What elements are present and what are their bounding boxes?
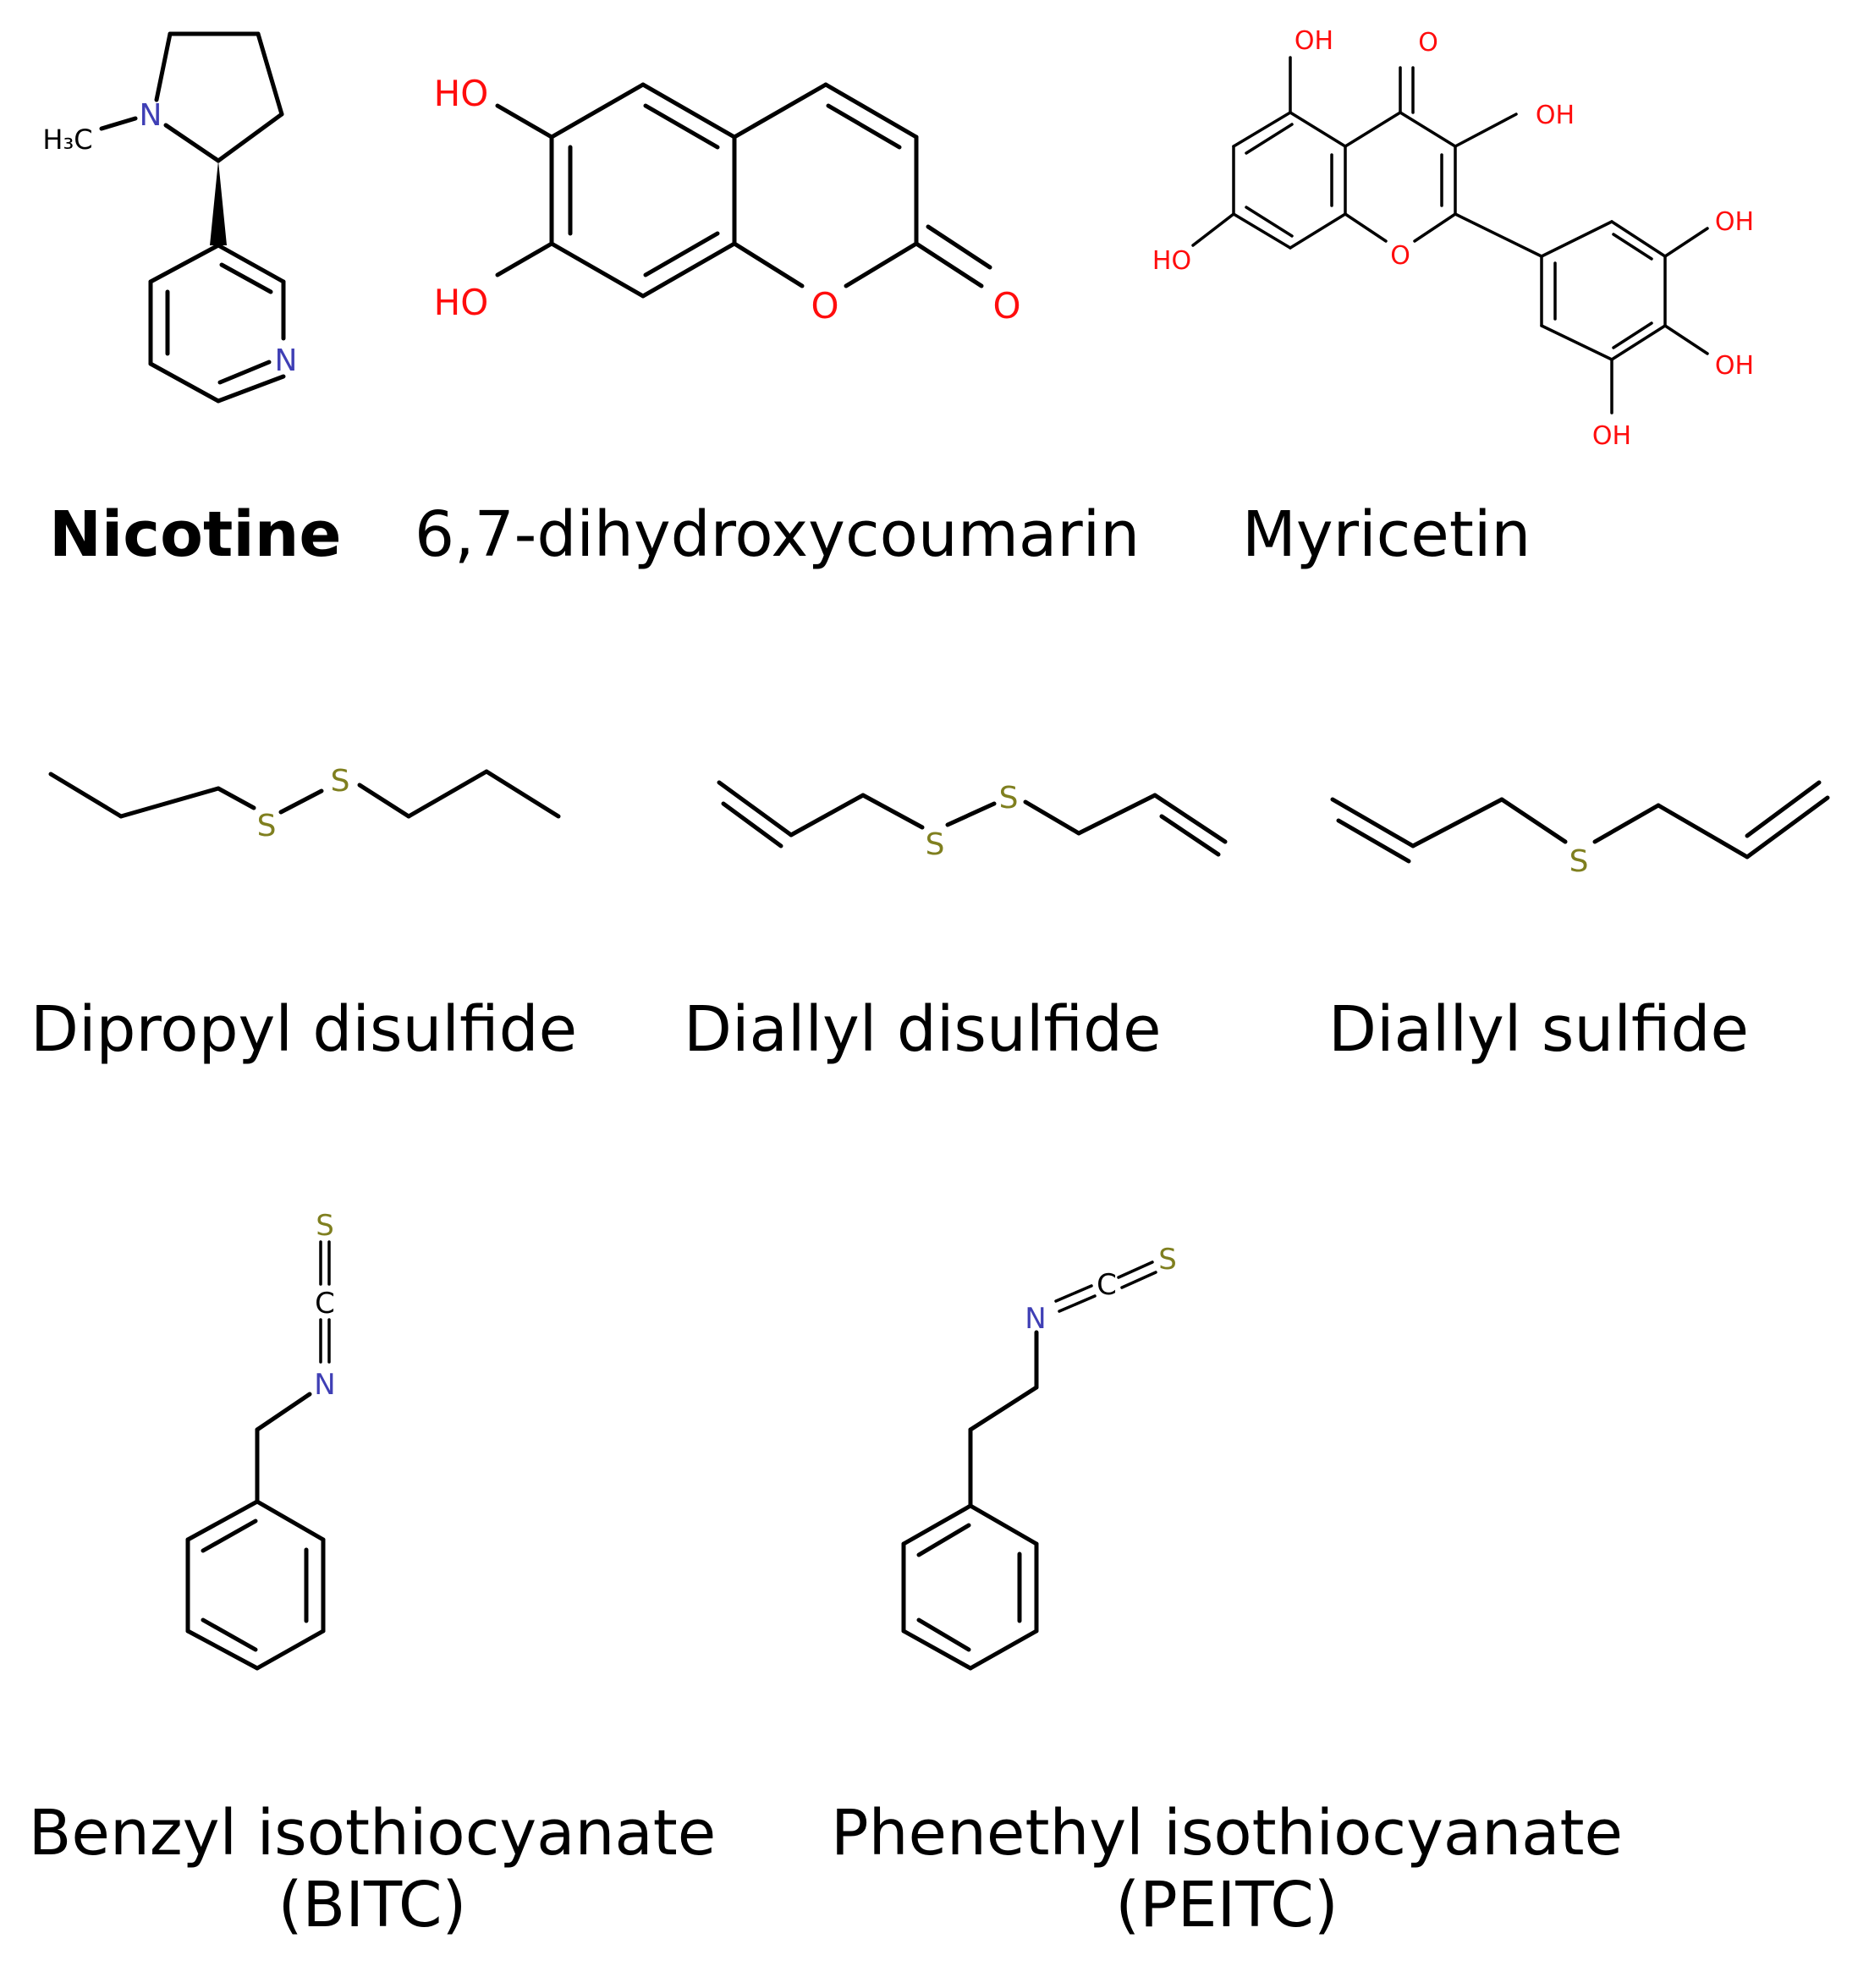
dpds-s1: S xyxy=(257,809,277,843)
coumarin-o-ring: O xyxy=(811,285,838,327)
peitc-label: Phenethyl isothiocyanate (PEITC) xyxy=(787,1797,1667,1942)
dipropyl-disulfide-structure: S S xyxy=(48,764,561,843)
nicotine-label: Nicotine xyxy=(49,498,342,571)
bitc-s: S xyxy=(316,1209,334,1243)
bitc-structure: S C N xyxy=(185,1209,336,1671)
dads-s2: S xyxy=(999,781,1019,816)
peitc-s: S xyxy=(1158,1243,1177,1277)
bitc-c: C xyxy=(315,1287,335,1321)
nicotine-n2: N xyxy=(275,343,298,378)
dpds-s2: S xyxy=(331,764,350,799)
myricetin-oh-top: OH xyxy=(1295,26,1333,56)
myricetin-oh-r2: OH xyxy=(1715,351,1754,381)
peitc-c: C xyxy=(1097,1268,1117,1302)
bitc-label-line1: Benzyl isothiocyanate xyxy=(28,1797,717,1870)
diallyl-sulfide-label: Diallyl sulfide xyxy=(1328,993,1750,1066)
myricetin-label: Myricetin xyxy=(1242,498,1531,571)
diallyl-disulfide-label: Diallyl disulfide xyxy=(684,993,1162,1066)
dihydroxycoumarin-structure: HO HO O O xyxy=(434,73,1021,327)
peitc-structure: N C S xyxy=(901,1243,1177,1671)
myricetin-o-ring: O xyxy=(1390,241,1410,271)
coumarin-o-keto: O xyxy=(992,285,1020,327)
bitc-label: Benzyl isothiocyanate (BITC) xyxy=(17,1797,728,1942)
peitc-n: N xyxy=(1025,1302,1046,1336)
coumarin-ho1: HO xyxy=(434,73,489,114)
diallyl-sulfide-structure: S xyxy=(1330,780,1830,879)
das-s1: S xyxy=(1569,844,1589,879)
peitc-label-line1: Phenethyl isothiocyanate xyxy=(830,1797,1624,1870)
coumarin-ho2: HO xyxy=(434,282,489,323)
nicotine-ch3: H₃C xyxy=(42,124,92,156)
dihydroxycoumarin-label: 6,7-dihydroxycoumarin xyxy=(415,498,1141,571)
myricetin-oh-r1: OH xyxy=(1715,207,1754,237)
dads-s1: S xyxy=(926,827,945,862)
bitc-label-line2: (BITC) xyxy=(278,1869,467,1942)
nicotine-n1: N xyxy=(140,98,162,133)
dipropyl-disulfide-label: Dipropyl disulfide xyxy=(30,993,578,1066)
myricetin-o-keto: O xyxy=(1418,28,1438,58)
myricetin-oh-c3: OH xyxy=(1536,101,1575,130)
myricetin-ho-left: HO xyxy=(1152,246,1191,276)
wedge-bond xyxy=(210,161,227,245)
peitc-label-line2: (PEITC) xyxy=(1115,1869,1339,1942)
myricetin-structure: OH O OH HO O OH OH OH xyxy=(1152,26,1754,451)
bitc-n: N xyxy=(314,1368,335,1402)
diallyl-disulfide-structure: S S xyxy=(717,780,1228,862)
nicotine-structure: N N H₃C xyxy=(42,31,298,404)
myricetin-oh-bottom: OH xyxy=(1592,421,1631,451)
